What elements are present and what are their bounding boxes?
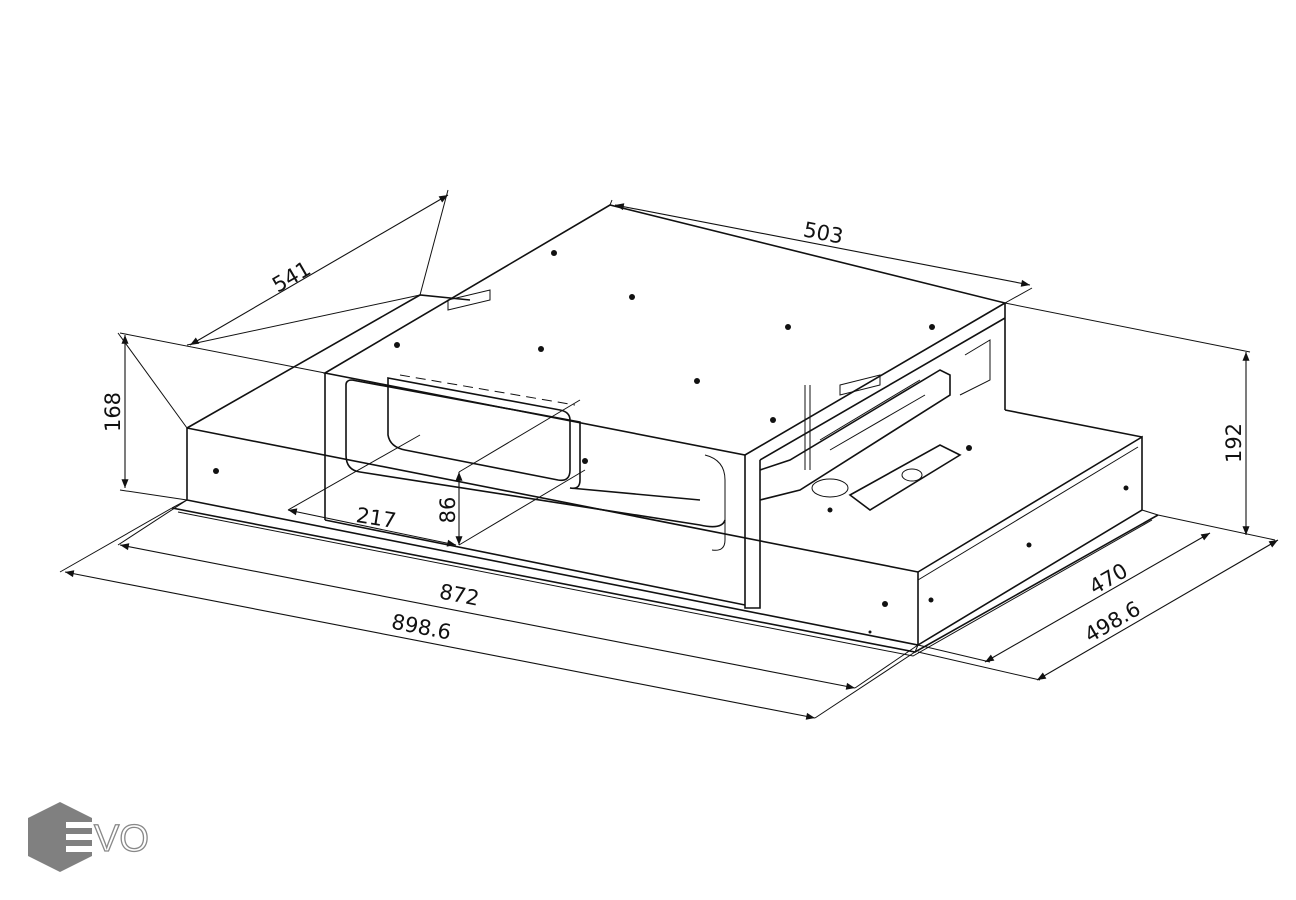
dim-192-label: 192 [1222, 423, 1246, 463]
bottom-plate [171, 499, 1159, 657]
dim-541-label: 541 [268, 257, 315, 298]
dim-217-label: 217 [354, 503, 397, 533]
dim-872-label: 872 [437, 580, 481, 611]
dim-498-6-label: 498.6 [1080, 597, 1144, 648]
dim-898-6-label: 898.6 [390, 610, 454, 645]
logo-text: VO [94, 818, 149, 860]
evo-logo: VO [28, 802, 150, 872]
dim-503-label: 503 [801, 218, 845, 249]
lower-body [186, 294, 1143, 646]
dim-470-label: 470 [1085, 559, 1132, 600]
dimension-lines [59, 189, 1279, 720]
dim-86-label: 86 [436, 497, 460, 524]
dim-168-label: 168 [101, 392, 125, 432]
